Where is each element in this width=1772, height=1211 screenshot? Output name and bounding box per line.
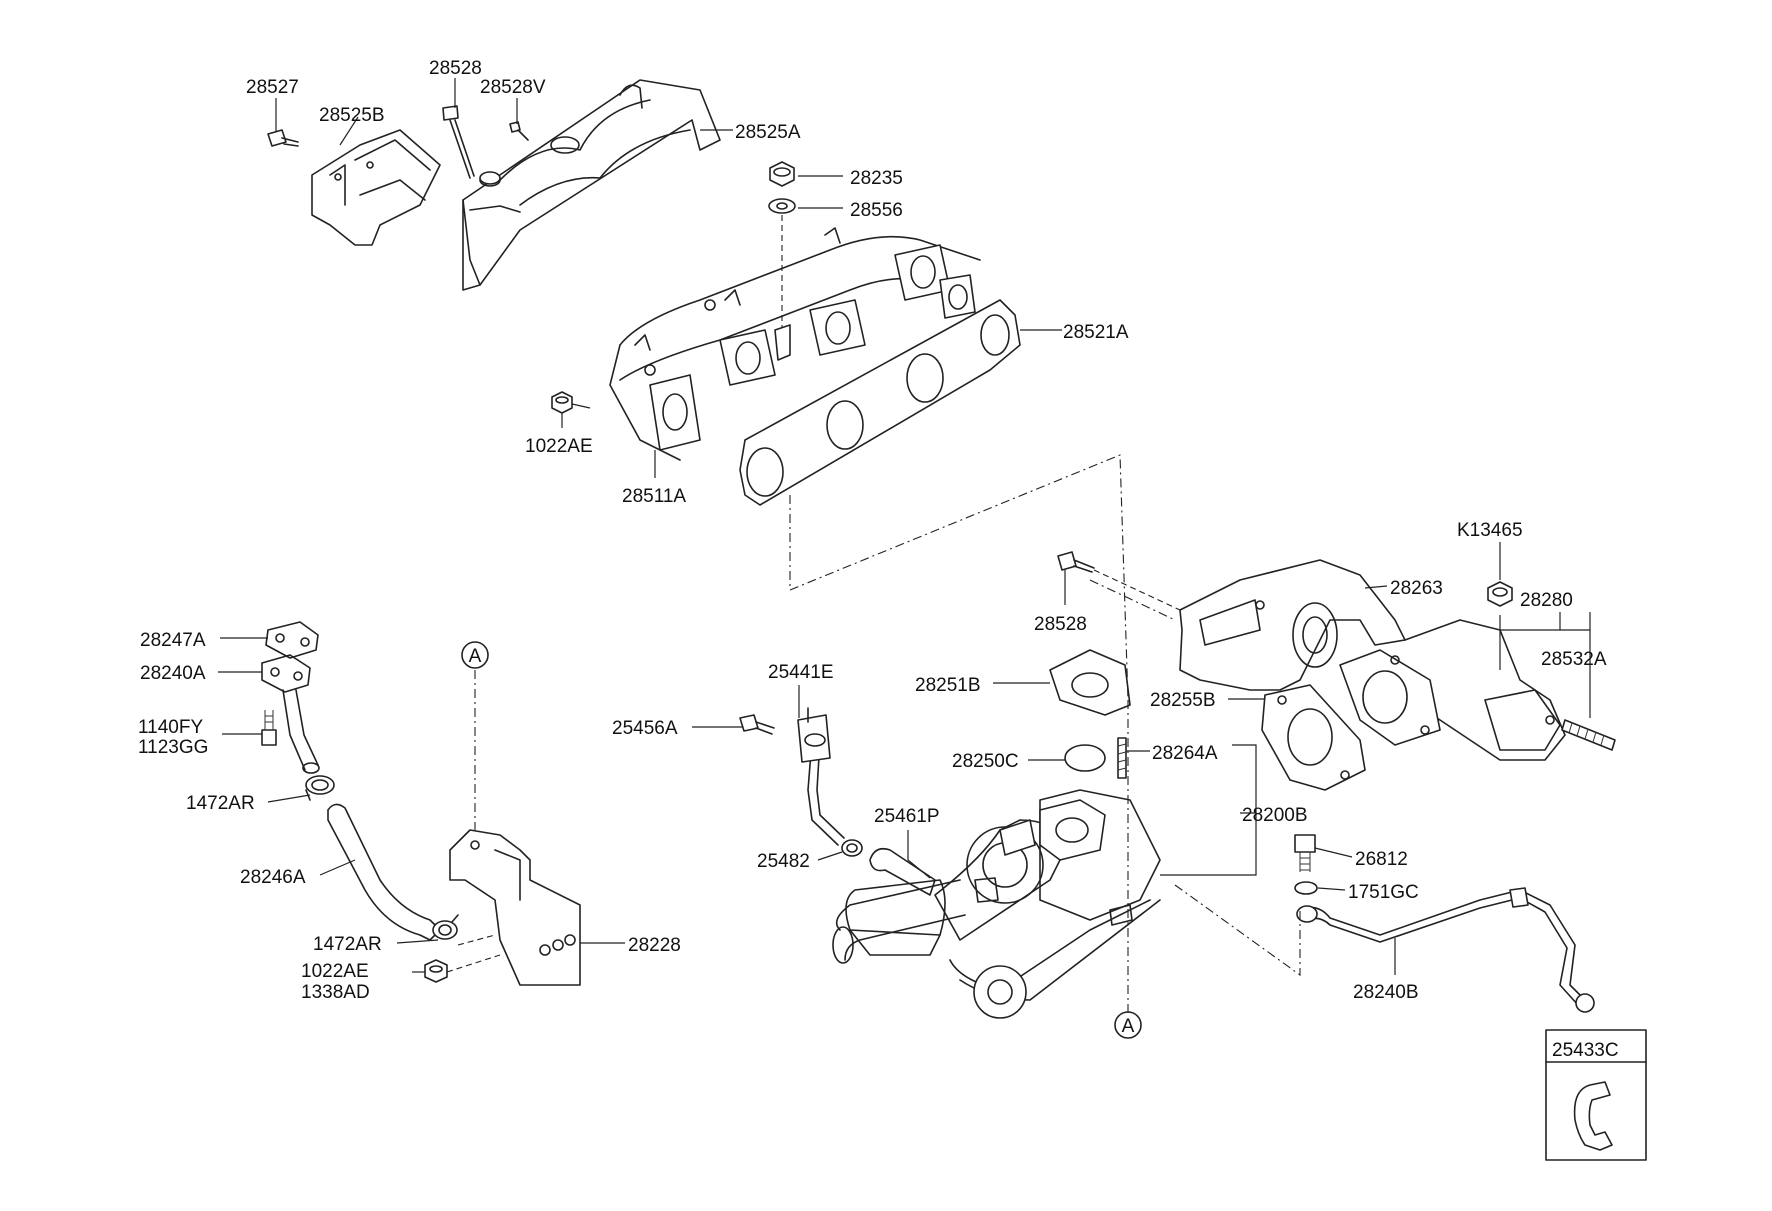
bolt-28527	[267, 129, 299, 147]
label-25433C: 25433C	[1552, 1040, 1619, 1061]
washer-1751GC	[1294, 881, 1318, 895]
label-28556: 28556	[850, 200, 903, 221]
label-1472AR-lower: 1472AR	[313, 934, 382, 955]
label-25441E: 25441E	[768, 662, 834, 683]
gasket-28251B	[1049, 649, 1131, 716]
label-28240A: 28240A	[140, 663, 206, 684]
bolt-1140FY	[261, 710, 277, 746]
label-1472AR-upper: 1472AR	[186, 793, 255, 814]
gasket-28247A	[265, 621, 319, 659]
label-K13465: K13465	[1457, 520, 1523, 541]
label-28532A: 28532A	[1541, 649, 1607, 670]
label-1140FY: 1140FY	[138, 717, 203, 738]
label-28250C: 28250C	[952, 751, 1019, 772]
o-ring-28250C	[1064, 744, 1106, 772]
turbocharger-assembly	[845, 789, 1161, 1019]
nut-K13465	[1487, 581, 1513, 607]
bolt-26812	[1294, 834, 1316, 872]
clamp-1472AR-lower	[432, 914, 459, 940]
label-28264A: 28264A	[1152, 743, 1218, 764]
label-25461P: 25461P	[874, 806, 940, 827]
gasket-28255B	[1261, 684, 1366, 791]
label-28247A: 28247A	[140, 630, 206, 651]
leader-lines	[218, 78, 1591, 975]
label-28235: 28235	[850, 168, 903, 189]
nut-1022AE-lower	[424, 959, 448, 983]
svg-text:A: A	[1122, 1016, 1135, 1037]
label-1022AE-lower: 1022AE	[301, 961, 369, 982]
clamp-25482	[841, 839, 863, 857]
stud-28264A	[1117, 737, 1127, 779]
label-28255B: 28255B	[1150, 690, 1216, 711]
detail-box-25433C	[1545, 1029, 1647, 1161]
bolt-25456A	[739, 714, 775, 735]
bracket-28228	[449, 829, 581, 986]
label-28511A: 28511A	[622, 486, 686, 507]
label-28528V: 28528V	[480, 77, 546, 98]
part-labels: 28527 28525B 28528 28528V 28525A 28235 2…	[138, 58, 1619, 1061]
label-1338AD: 1338AD	[301, 982, 370, 1003]
label-1751GC: 1751GC	[1348, 882, 1419, 903]
bolt-28528V	[509, 121, 529, 141]
label-26812: 26812	[1355, 849, 1408, 870]
label-28280: 28280	[1520, 590, 1573, 611]
svg-text:A: A	[469, 646, 482, 667]
label-28525B: 28525B	[319, 105, 385, 126]
label-25482: 25482	[757, 851, 810, 872]
manifold-gasket	[739, 299, 1021, 506]
clamp-1472AR-upper	[305, 775, 335, 801]
stud-28532A	[1561, 719, 1616, 751]
label-28246A: 28246A	[240, 867, 306, 888]
label-28528-lower: 28528	[1034, 614, 1087, 635]
label-25456A: 25456A	[612, 718, 678, 739]
label-28527: 28527	[246, 77, 299, 98]
label-28200B: 28200B	[1242, 805, 1308, 826]
hose-25461P	[869, 847, 936, 896]
label-1123GG: 1123GG	[138, 737, 208, 758]
heat-shield-small	[311, 129, 441, 246]
heat-shield-upper	[462, 79, 721, 291]
oil-feed-pipe-28240B	[1296, 887, 1595, 1013]
oil-return-pipe-25441E	[797, 707, 845, 846]
label-1022AE-upper: 1022AE	[525, 436, 593, 457]
bolt-28528-lower	[1057, 551, 1095, 573]
label-28528-top: 28528	[429, 58, 482, 79]
exhaust-manifold	[609, 227, 981, 461]
label-28240B: 28240B	[1353, 982, 1419, 1003]
ref-marker-a-left: A	[461, 641, 489, 669]
label-28263: 28263	[1390, 578, 1443, 599]
ref-marker-a-bottom: A	[1114, 1011, 1142, 1039]
exhaust-outlet-housing	[1339, 619, 1566, 761]
label-28251B: 28251B	[915, 675, 981, 696]
nut-28235	[769, 161, 795, 187]
heat-shield-lower	[1179, 559, 1406, 691]
label-28525A: 28525A	[735, 122, 801, 143]
hose-28246A	[327, 803, 441, 941]
washer-28556	[768, 198, 796, 214]
label-28228: 28228	[628, 935, 681, 956]
flange-28240A	[261, 654, 320, 774]
nut-1022AE-upper	[551, 391, 573, 414]
bolt-28528-top	[442, 105, 501, 185]
turbo-inlet-pipe	[832, 879, 966, 964]
label-28521A: 28521A	[1063, 322, 1129, 343]
